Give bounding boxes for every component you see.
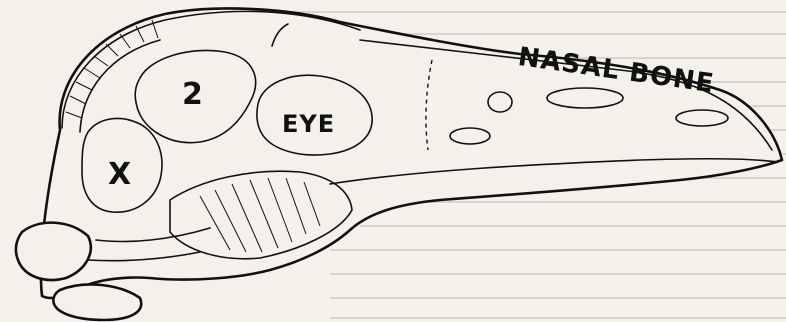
label-x: X: [108, 160, 132, 190]
label-two: 2: [182, 80, 204, 110]
jaw-fragment-2: [53, 284, 141, 320]
skull-outline: [41, 8, 782, 298]
label-eye: EYE: [282, 112, 335, 136]
jaw-fragment-1: [16, 223, 91, 280]
